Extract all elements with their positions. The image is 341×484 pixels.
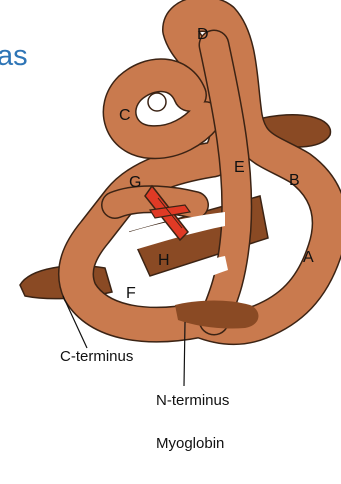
helix-e-tube-fill	[214, 45, 237, 320]
c-loop-hole	[148, 93, 166, 111]
segment-label-g: G	[129, 174, 141, 191]
segment-label-f: F	[126, 285, 136, 302]
c-terminus-label: C-terminus	[60, 348, 133, 365]
diagram-caption: Myoglobin	[156, 435, 224, 452]
segment-label-b: B	[289, 172, 300, 189]
segment-label-e: E	[234, 159, 245, 176]
segment-label-d: D	[197, 26, 209, 43]
segment-label-a: A	[303, 249, 314, 266]
cropped-heading-text: as	[0, 40, 28, 73]
segment-label-h: H	[158, 252, 170, 269]
n-terminus-label: N-terminus	[156, 392, 229, 409]
segment-label-c: C	[119, 107, 131, 124]
